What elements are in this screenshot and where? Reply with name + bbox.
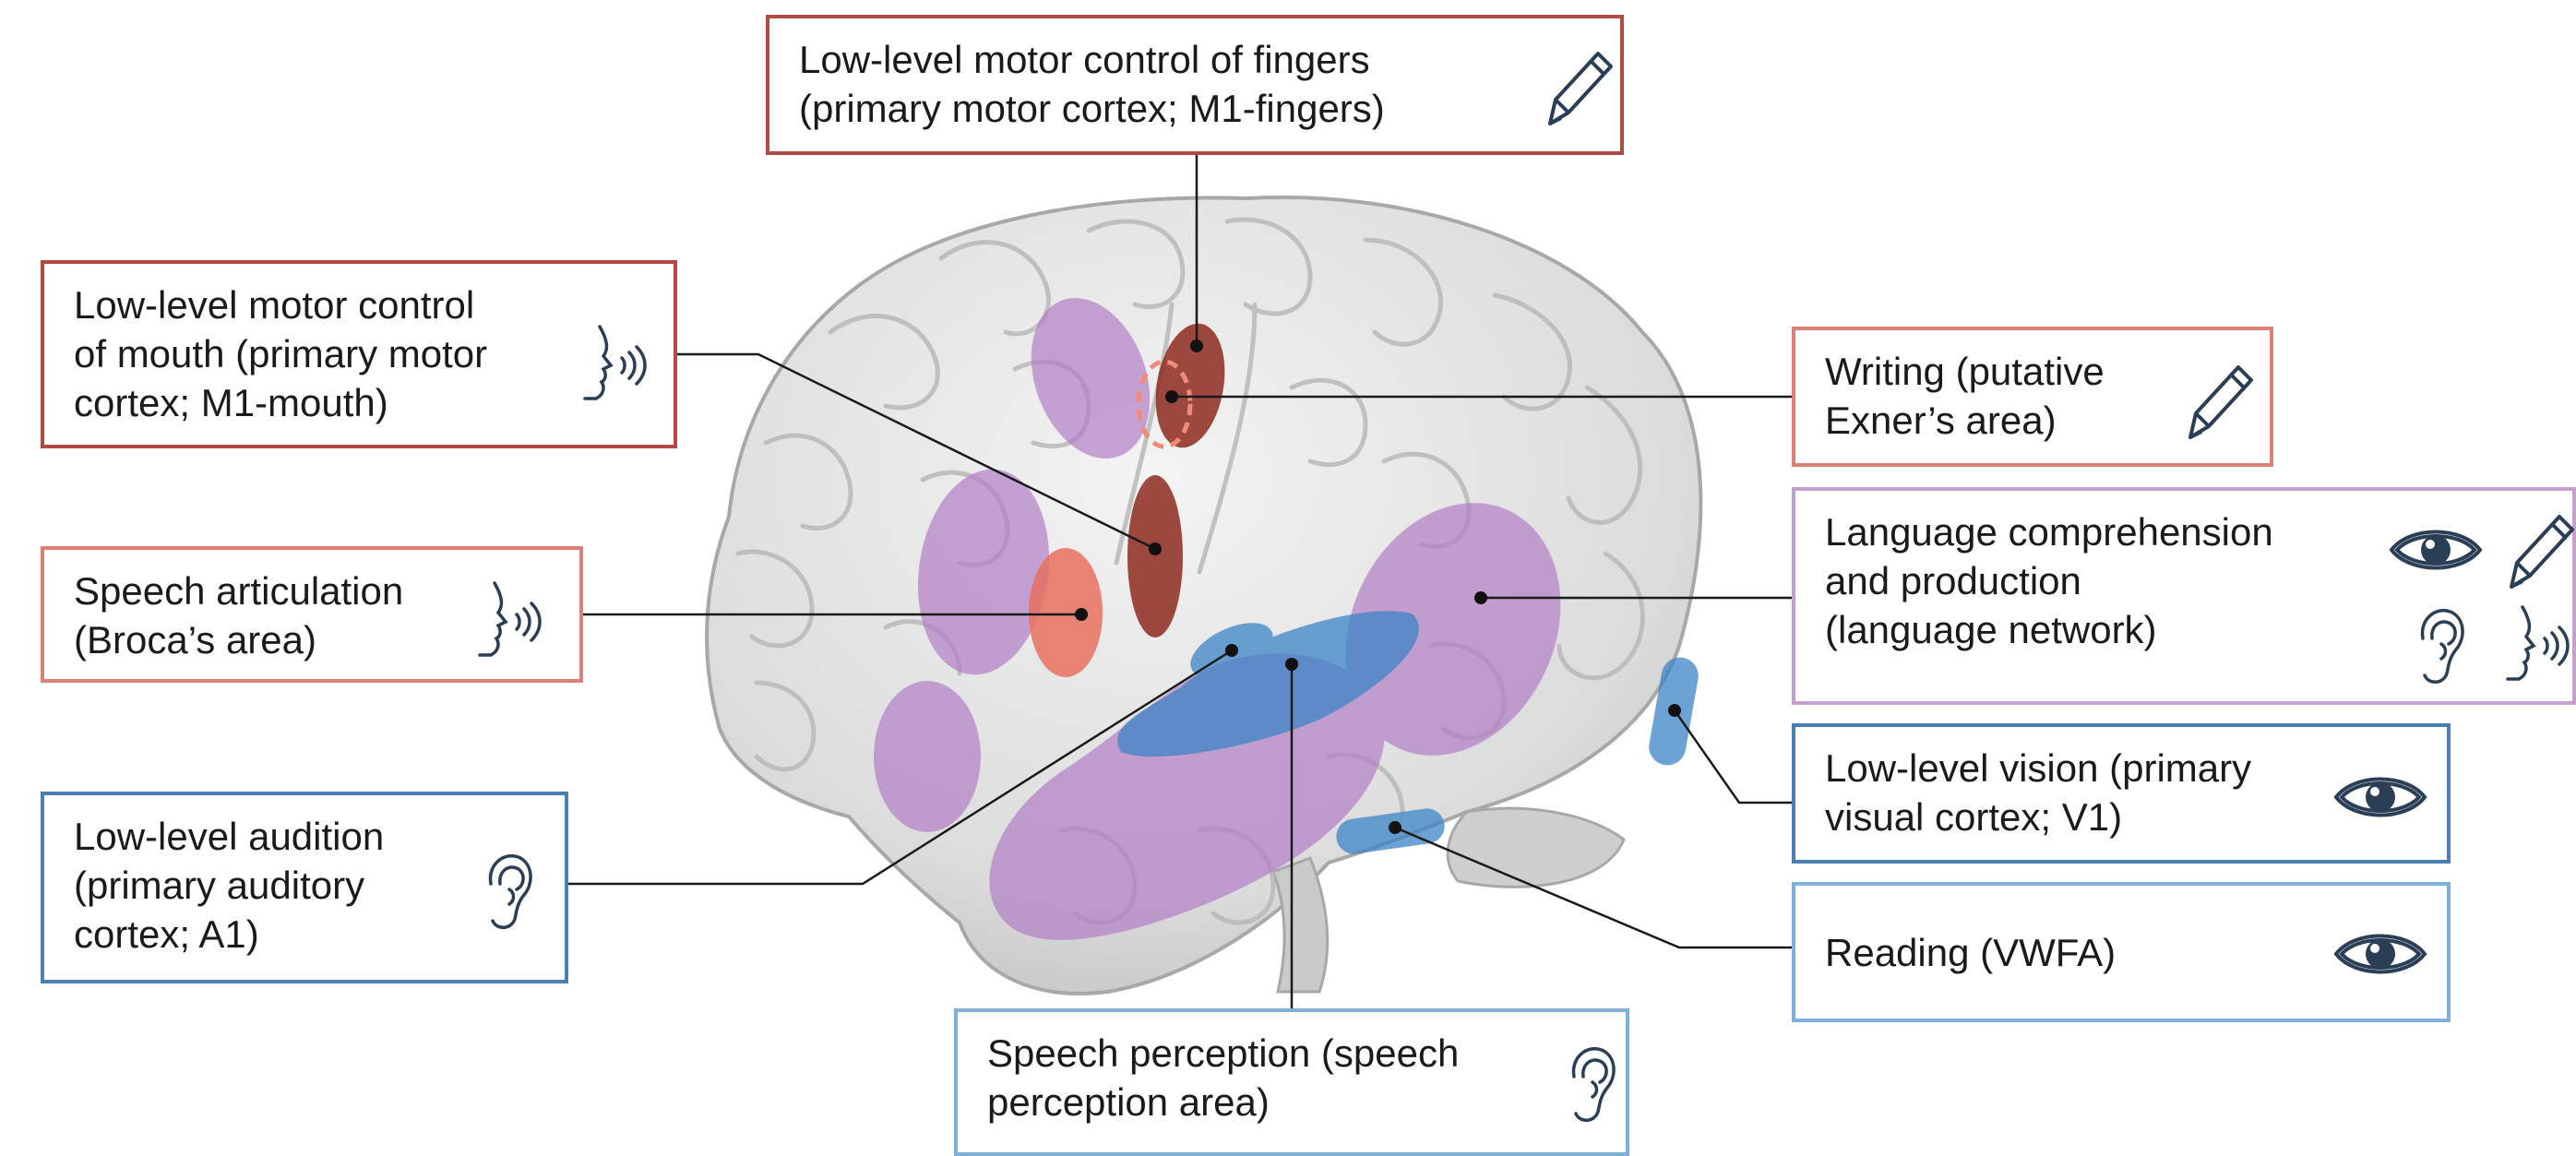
speaking-face-icon [2502, 602, 2576, 689]
label-language-network: Language comprehension and production (l… [1825, 507, 2273, 654]
ear-icon [1561, 1040, 1620, 1131]
eye-icon [2388, 520, 2484, 584]
box-a1: Low-level audition (primary auditory cor… [41, 792, 568, 983]
label-m1-mouth: Low-level motor control of mouth (primar… [74, 280, 487, 427]
pencil-icon [2172, 354, 2255, 451]
pencil-icon [1532, 41, 1615, 137]
pencil-icon [2493, 504, 2576, 601]
eye-icon [2332, 768, 2428, 831]
label-broca: Speech articulation (Broca’s area) [74, 566, 403, 664]
box-broca: Speech articulation (Broca’s area) [41, 546, 583, 683]
box-language-network: Language comprehension and production (l… [1792, 487, 2576, 705]
label-exner: Writing (putative Exner’s area) [1825, 347, 2105, 445]
box-m1-fingers: Low-level motor control of fingers (prim… [766, 15, 1624, 155]
language-region-orbital [874, 681, 981, 832]
label-m1-fingers: Low-level motor control of fingers (prim… [799, 35, 1385, 133]
ear-icon [478, 847, 537, 938]
eye-icon [2332, 924, 2428, 988]
box-vwfa: Reading (VWFA) [1792, 882, 2451, 1022]
box-speech-perception: Speech perception (speech perception are… [954, 1008, 1629, 1156]
box-v1: Low-level vision (primary visual cortex;… [1792, 723, 2451, 864]
label-speech-perception: Speech perception (speech perception are… [987, 1029, 1459, 1126]
box-exner: Writing (putative Exner’s area) [1792, 327, 2273, 467]
label-a1: Low-level audition (primary auditory cor… [74, 812, 384, 959]
speaking-face-icon [474, 578, 548, 665]
ear-icon [2410, 602, 2469, 693]
broca-region [1029, 548, 1103, 677]
m1-mouth-region [1127, 475, 1183, 638]
speaking-face-icon [579, 321, 653, 409]
box-m1-mouth: Low-level motor control of mouth (primar… [41, 260, 677, 448]
label-v1: Low-level vision (primary visual cortex;… [1825, 744, 2251, 841]
label-vwfa: Reading (VWFA) [1825, 928, 2116, 977]
